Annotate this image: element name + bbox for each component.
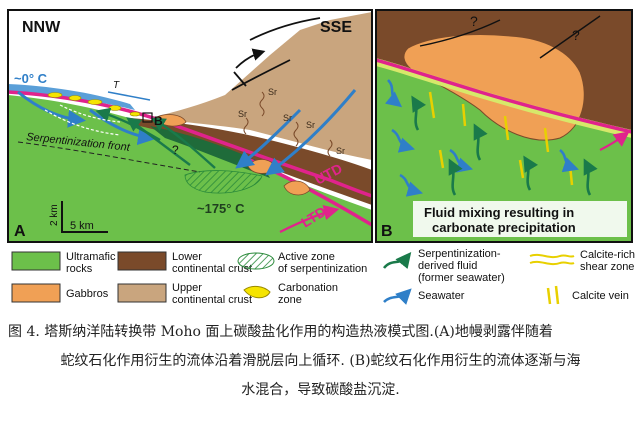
legend-gabbros: Gabbros (66, 288, 109, 300)
legend-calcite-shear-1: Calcite-rich (580, 249, 635, 261)
legend-swatch-calcite-shear (529, 253, 575, 266)
legend-swatch-calcite-vein (546, 285, 560, 305)
active-serpentinization-zone (184, 170, 263, 194)
panel-b-caption-1: Fluid mixing resulting in (424, 205, 574, 220)
legend-swatch-serp-fluid (382, 251, 412, 269)
question-mark-b1: ? (470, 13, 478, 29)
legend-swatch-ultramafic (11, 251, 61, 271)
detachment-line-b (376, 58, 632, 134)
panel-a-letter: A (14, 223, 26, 240)
seawater-arrows-b (385, 79, 579, 197)
legend-upper-crust-2: continental crust (172, 294, 252, 306)
panel-b-letter: B (381, 223, 393, 240)
legend-serp-fluid-1: Serpentinization- (418, 248, 501, 260)
t-marker-line (107, 91, 151, 101)
scale-bar (61, 201, 108, 233)
legend-lower-crust-1: Lower (172, 251, 202, 263)
legend-serp-fluid-2: derived fluid (418, 260, 477, 272)
ultramafic-rocks-a (8, 95, 372, 242)
legend-calcite-shear-2: shear zone (580, 261, 634, 273)
caption-line-1: 图 4. 塔斯纳洋陆转换带 Moho 面上碳酸盐化作用的构造热液模式图.(A)地… (8, 324, 553, 340)
panel-a: NNW SSE ~0° C T B Serpentinization front… (8, 10, 372, 242)
question-mark-b2: ? (572, 27, 580, 43)
calcite-veins-b (428, 91, 574, 186)
legend: Ultramafic rocks Lower continental crust… (11, 248, 635, 306)
serp-fluid-arrows-a (95, 107, 216, 169)
question-mark-a: ? (172, 143, 179, 157)
direction-right-label: SSE (320, 19, 352, 36)
carbonation-zone-a (47, 92, 141, 117)
legend-swatch-carbonation (243, 285, 271, 299)
scale-horizontal-label: 5 km (70, 220, 94, 232)
serp-fluid-arrows-b (411, 95, 598, 196)
legend-swatch-gabbros (11, 283, 61, 303)
sr-label-5: Sr (336, 146, 345, 156)
temp-cold-label: ~0° C (14, 71, 48, 86)
legend-carbonation-1: Carbonation (278, 282, 338, 294)
legend-calcite-vein: Calcite vein (572, 290, 629, 302)
legend-swatch-upper-crust (117, 283, 167, 303)
temp-hot-label: ~175° C (197, 201, 245, 216)
upper-continental-crust-a (150, 12, 372, 160)
b-label: B (154, 114, 163, 128)
legend-carbonation-2: zone (278, 294, 302, 306)
caption-line-2: 蛇纹石化作用衍生的流体沿着滑脱层向上循环. (B)蛇纹石化作用衍生的流体逐渐与海 (60, 353, 581, 369)
sr-label-3: Sr (283, 113, 292, 123)
direction-left-label: NNW (22, 19, 61, 36)
legend-serp-fluid-3: (former seawater) (418, 272, 505, 284)
legend-active-1: Active zone (278, 251, 335, 263)
slip-arrows-a (279, 205, 340, 233)
legend-upper-crust-1: Upper (172, 282, 202, 294)
legend-ultramafic-1: Ultramafic (66, 251, 116, 263)
sr-label-1: Sr (268, 87, 277, 97)
fault-arrows-a (231, 17, 321, 91)
b-box (142, 112, 153, 123)
legend-swatch-seawater (383, 288, 412, 305)
caption-line-3: 水混合，导致碳酸盐沉淀. (241, 382, 400, 398)
panel-b-caption-box (413, 201, 627, 237)
legend-seawater: Seawater (418, 290, 465, 302)
sr-label-2: Sr (238, 109, 247, 119)
panel-b-caption-2: carbonate precipitation (432, 220, 576, 235)
fault-lines-b (419, 15, 601, 59)
legend-lower-crust-2: continental crust (172, 263, 252, 275)
lower-continental-crust-a (130, 118, 372, 205)
panel-b: ? ? Fluid mixing resulting in carbonate … (376, 10, 632, 242)
panel-b-frame (375, 9, 633, 243)
figure-caption: 图 4. 塔斯纳洋陆转换带 Moho 面上碳酸盐化作用的构造热液模式图.(A)地… (8, 318, 633, 405)
legend-ultramafic-2: rocks (66, 263, 93, 275)
sr-label-4: Sr (306, 120, 315, 130)
legend-active-2: of serpentinization (278, 263, 367, 275)
return-fluid-arrows (44, 104, 121, 136)
tectonic-hydrothermal-diagram: NNW SSE ~0° C T B Serpentinization front… (7, 9, 635, 306)
panel-a-frame (7, 9, 373, 243)
t-label: T (113, 80, 120, 91)
serpentinization-front-line (17, 141, 201, 173)
sr-traces (243, 91, 333, 157)
legend-swatch-lower-crust (117, 251, 167, 271)
legend-swatch-active-zone (237, 252, 275, 270)
scale-vertical-label: 2 km (49, 204, 60, 226)
slip-arrow-b (599, 131, 630, 151)
